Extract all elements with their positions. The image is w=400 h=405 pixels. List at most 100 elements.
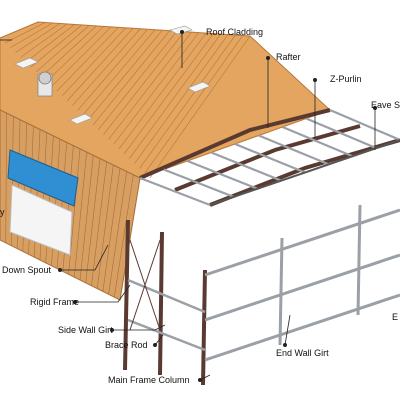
z-purlin: [282, 125, 353, 158]
roof-rib: [103, 31, 185, 135]
z-purlin: [258, 134, 330, 166]
roof-rib: [61, 27, 126, 97]
z-purlin: [163, 168, 235, 198]
roof-rib: [144, 35, 243, 174]
leader-down-spout: [60, 244, 109, 271]
labels: Roof Cladding Rafter Z-Purlin Eave S y D…: [0, 27, 400, 385]
skylight-panel: [14, 57, 39, 69]
dot-brace-rod: [153, 343, 157, 347]
roof-rib: [67, 28, 134, 101]
main-frame-column: [158, 231, 164, 376]
dot-eave-strut: [373, 106, 377, 110]
side-wall-girt: [127, 318, 206, 352]
wall-rib: [108, 171, 127, 295]
end-wall-girt: [204, 208, 400, 277]
skylight-panel: [69, 113, 93, 125]
translucent-wall-panel: [7, 149, 79, 207]
roof-rib: [149, 35, 251, 179]
eave-strut: [209, 139, 400, 206]
roof-rib: [0, 21, 39, 39]
callout-dots: [58, 30, 377, 382]
roof-rib: [36, 25, 90, 73]
wall-rib: [73, 152, 87, 278]
z-purlins: [139, 108, 400, 207]
label-side-wall-girt: Side Wall Girt: [58, 325, 113, 335]
dot-rigid-frame: [73, 300, 77, 304]
dot-side-wall-girt: [110, 328, 114, 332]
label-skylight: y: [0, 207, 5, 217]
end-wall-girt: [204, 293, 400, 362]
roof-rib: [51, 26, 112, 87]
dot-roof-cladding: [180, 30, 184, 34]
label-rigid-frame: Rigid Frame: [30, 297, 79, 307]
brace-rod: [129, 239, 161, 331]
roof-rib: [123, 33, 214, 155]
z-purlin: [187, 159, 258, 190]
leader-rigid-frame: [75, 284, 131, 303]
dot-z-purlin: [313, 78, 317, 82]
roof-rib: [25, 24, 75, 63]
roof-rib: [56, 27, 119, 92]
roof-rib: [87, 30, 163, 121]
roof-rib: [15, 23, 61, 53]
end-wall-girt: [204, 253, 400, 322]
ventilator-icon: [38, 71, 52, 85]
roof-cladding-panel: [0, 21, 331, 179]
dot-main-frame-column: [198, 378, 202, 382]
skylight-panel: [169, 25, 193, 35]
roof-rib: [5, 22, 46, 44]
wall-rib: [119, 177, 141, 301]
roof-rib: [10, 22, 53, 48]
rafter-beam: [174, 124, 361, 192]
z-purlin: [234, 142, 306, 174]
roof-rib: [134, 34, 229, 164]
leader-end-wall-girt: [284, 314, 291, 346]
roof-rib: [77, 29, 148, 111]
leader-lines: [0, 32, 376, 381]
end-wall-column: [356, 204, 362, 316]
roof-rib: [46, 26, 105, 82]
leader-brace-rod: [154, 334, 164, 346]
roll-up-door: [9, 184, 73, 256]
label-roof-cladding: Roof Cladding: [206, 27, 263, 37]
dot-rafter: [266, 56, 270, 60]
label-brace-rod: Brace Rod: [105, 340, 148, 350]
steel-frame: [123, 108, 400, 386]
wall-rib: [102, 168, 121, 292]
roof-rib: [113, 32, 200, 145]
wall-rib: [96, 165, 114, 289]
roof-rib: [41, 25, 97, 77]
label-z-purlin: Z-Purlin: [330, 74, 362, 84]
roof-rib: [92, 30, 170, 126]
wall-rib: [91, 161, 107, 286]
z-purlin: [305, 117, 377, 150]
roof-ribs: [0, 21, 251, 179]
wall-rib: [85, 158, 101, 283]
roof-rib: [30, 24, 83, 68]
roof-rib: [118, 32, 207, 150]
z-purlin: [329, 108, 400, 142]
roof-rib: [20, 23, 68, 58]
rafter-beam: [139, 108, 331, 180]
wall-rib: [113, 174, 134, 298]
roof-rib: [82, 29, 156, 116]
z-purlin: [210, 151, 282, 182]
roof-rib: [129, 33, 222, 159]
label-main-frame-column: Main Frame Column: [108, 375, 190, 385]
skylight-panel: [187, 81, 211, 93]
end-wall-column: [278, 237, 284, 346]
label-rafter: Rafter: [276, 52, 301, 62]
label-end-wall-edge: E: [392, 312, 398, 322]
wall-rib: [79, 155, 94, 281]
dot-down-spout: [58, 268, 62, 272]
dot-end-wall-girt: [283, 343, 287, 347]
side-wall-cladding: [0, 109, 141, 301]
rafter-beam: [209, 138, 400, 207]
main-frame-column: [201, 269, 207, 386]
roof-rib: [108, 31, 192, 140]
roof-rib: [98, 30, 178, 130]
label-end-wall-girt: End Wall Girt: [276, 348, 329, 358]
label-eave-strut: Eave S: [371, 100, 400, 110]
